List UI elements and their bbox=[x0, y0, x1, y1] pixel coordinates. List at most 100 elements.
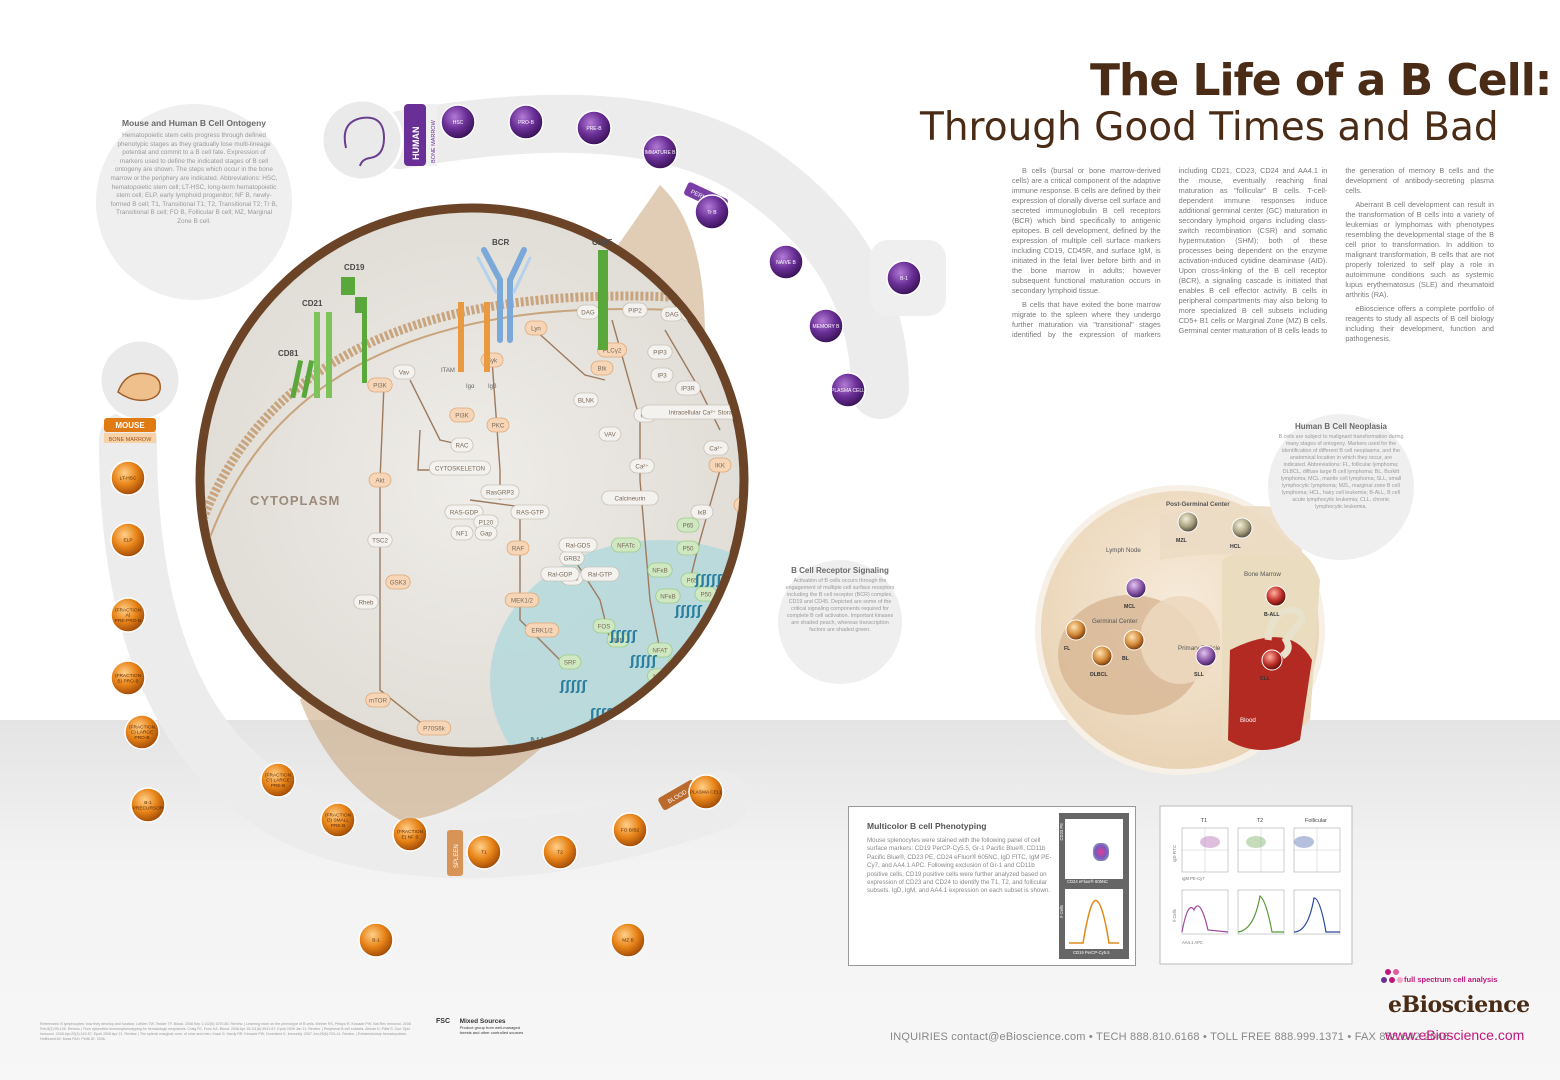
human-cell: B-1 bbox=[870, 240, 946, 316]
node-shape bbox=[647, 562, 673, 578]
cell-label: (FRACTION bbox=[129, 724, 156, 730]
cell-body bbox=[1091, 645, 1113, 667]
neoplasia-type-label: HCL bbox=[1230, 544, 1241, 550]
human-face-outline bbox=[343, 116, 386, 167]
intro-text: B cells (bursal or bone marrow-derived c… bbox=[1012, 166, 1494, 344]
node-shape bbox=[655, 588, 681, 604]
svg-text:BONE MARROW: BONE MARROW bbox=[109, 437, 153, 443]
cell-body bbox=[1265, 585, 1287, 607]
node-label: DAG bbox=[581, 310, 595, 317]
cell-label: MZ B bbox=[622, 938, 633, 944]
signaling-node: RAS-GDP bbox=[444, 504, 484, 520]
node-shape bbox=[690, 504, 714, 520]
node-label: PLCγ2 bbox=[603, 348, 622, 355]
cell-body bbox=[124, 714, 160, 750]
cell-label: B-1 bbox=[144, 800, 152, 806]
fsc-text: Product group from well-managed forests … bbox=[459, 1025, 524, 1035]
node-shape bbox=[416, 720, 452, 736]
website-link[interactable]: www.eBioscience.com bbox=[1385, 1027, 1525, 1043]
axis-cd24: CD24 eFluor® 605NC bbox=[1067, 879, 1109, 884]
signaling-node: Lyn bbox=[524, 320, 548, 336]
signaling-node: P65 bbox=[676, 517, 700, 533]
cell-label: PRE-PRO-B bbox=[115, 618, 142, 624]
cell-body bbox=[610, 922, 646, 958]
signaling-node: NFκB bbox=[647, 562, 673, 578]
cell-body bbox=[808, 308, 844, 344]
dna-mark: ʃʃʃʃʃ bbox=[674, 604, 703, 619]
node-label: JUN bbox=[612, 638, 624, 645]
signaling-node: MEK1/2 bbox=[504, 592, 540, 608]
cell-label: PLASMA CELL bbox=[831, 388, 865, 394]
cell-label: FO B/B2 bbox=[621, 828, 640, 834]
node-label: RasGRP3 bbox=[486, 490, 514, 497]
node-shape bbox=[647, 344, 673, 360]
node-shape bbox=[558, 654, 582, 670]
region-bone-marrow: Bone Marrow bbox=[1244, 571, 1281, 578]
cell-body bbox=[130, 787, 166, 823]
node-shape bbox=[506, 540, 530, 556]
node-label: Btk bbox=[598, 366, 608, 373]
signaling-node: PKC bbox=[486, 417, 510, 433]
node-shape bbox=[580, 566, 620, 582]
node-label: VAV bbox=[604, 432, 616, 439]
node-shape bbox=[592, 618, 616, 634]
mouse-cell: FO B/B2 bbox=[612, 812, 648, 848]
signaling-node: RAF bbox=[506, 540, 530, 556]
mouse-cell-stages: LT-HSCELP(FRACTIONA)PRE-PRO-B(FRACTIONB)… bbox=[110, 460, 724, 958]
human-bone-marrow-label: BONE MARROW bbox=[427, 104, 437, 166]
cell-body bbox=[508, 104, 544, 140]
node-label: Calcineurin bbox=[615, 496, 647, 503]
cell-body bbox=[768, 244, 804, 280]
phenotyping-panel: Multicolor B cell Phenotyping Mouse sple… bbox=[848, 806, 1136, 966]
neoplasia-type-label: BL bbox=[1122, 656, 1130, 662]
cell-label: T2 bbox=[557, 850, 563, 856]
mouse-cell: B-1 bbox=[358, 922, 394, 958]
node-label: Intracellular Ca²⁺ Storage bbox=[669, 410, 740, 417]
dot-cloud bbox=[1294, 836, 1314, 848]
cell-label: IMMATURE B bbox=[644, 150, 676, 156]
mouse-cell: PLASMA CELL bbox=[688, 774, 724, 810]
cell-label: (FRACTION bbox=[115, 673, 142, 679]
cell-body bbox=[466, 834, 502, 870]
cell-body bbox=[358, 922, 394, 958]
cell-label: MEMORY B bbox=[812, 324, 840, 330]
node-label: NFATc bbox=[617, 543, 635, 550]
cell-label: NAIVE B bbox=[776, 260, 796, 266]
signaling-node: mTOR bbox=[365, 692, 391, 708]
signaling-node: Ca²⁺ bbox=[703, 440, 729, 456]
node-label: CYTOSKELETON bbox=[435, 466, 485, 473]
cell-body bbox=[440, 104, 476, 140]
node-label: FOS bbox=[598, 624, 611, 631]
signaling-node: NFATc bbox=[611, 537, 641, 553]
signaling-node: Akt bbox=[368, 472, 392, 488]
mouse-cell: MZ B bbox=[610, 922, 646, 958]
cell-label: PLASMA CELL bbox=[690, 790, 723, 796]
node-shape bbox=[510, 504, 550, 520]
node-shape bbox=[708, 457, 732, 473]
svg-text:ITAM: ITAM bbox=[441, 368, 455, 374]
node-label: IKK bbox=[715, 463, 726, 470]
svg-text:SPLEEN: SPLEEN bbox=[454, 844, 460, 868]
region-germinal-center: Germinal Center bbox=[1092, 618, 1137, 625]
node-shape bbox=[524, 320, 548, 336]
signaling-node: GSK3 bbox=[385, 574, 411, 590]
signaling-node: P70S6k bbox=[416, 720, 452, 736]
node-label: PIP2 bbox=[628, 308, 642, 315]
neoplasia-note: Human B Cell Neoplasia B cells are subje… bbox=[1268, 414, 1414, 560]
node-shape bbox=[524, 622, 560, 638]
node-label: NFAT bbox=[652, 648, 668, 655]
neoplasia-diagram: Lymph Node Germinal Center Primary Folli… bbox=[1035, 485, 1325, 775]
signaling-node: Rheb bbox=[353, 594, 379, 610]
cell-label: LT-HSC bbox=[120, 476, 137, 482]
node-shape bbox=[385, 574, 411, 590]
dot-cloud bbox=[1246, 836, 1266, 848]
receptor-cd45: CD45 bbox=[592, 238, 613, 350]
histogram-curve bbox=[1237, 894, 1284, 933]
human-cell: IMMATURE B bbox=[642, 134, 678, 170]
svg-text:Igα: Igα bbox=[466, 384, 475, 390]
cd19-histogram bbox=[1069, 899, 1119, 944]
